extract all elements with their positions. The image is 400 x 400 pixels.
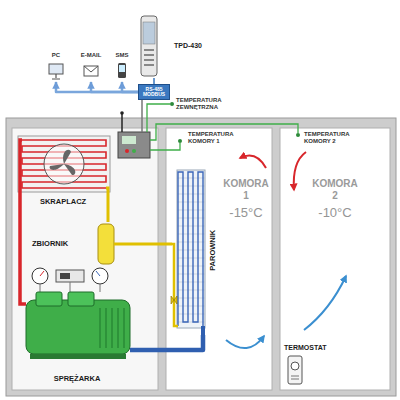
- antenna: [121, 114, 123, 132]
- building-wall: [6, 118, 396, 396]
- node-label: ZBIORNIK: [32, 240, 68, 249]
- node-label: TERMOSTAT: [284, 344, 327, 352]
- temperature-sensor: [178, 139, 182, 143]
- suction-pipe: [140, 335, 203, 350]
- compressor-body: [26, 300, 130, 354]
- panel-buttons: [144, 50, 154, 65]
- compressor: SPRĘŻARKA: [14, 288, 140, 390]
- sensor-wire: [150, 143, 180, 150]
- pressure-gauge: [92, 268, 108, 284]
- controller-button: [132, 149, 136, 153]
- discharge-pipe: [18, 208, 22, 288]
- evaporator: PAROWNIK: [172, 165, 222, 335]
- pc-icon: [49, 64, 63, 74]
- phone-icon: [119, 65, 125, 72]
- cylinder-head: [36, 292, 62, 306]
- receiver-tank: ZBIORNIK: [30, 222, 118, 266]
- machine-room: [12, 128, 158, 390]
- suction-pipe: [201, 326, 205, 335]
- evaporator-coil: [178, 172, 203, 326]
- liquid-pipe: [118, 243, 172, 246]
- node-label: KOMORA 2: [310, 178, 360, 202]
- pc-icon: [52, 74, 60, 79]
- sensor-label: TEMPERATURA KOMORY 1: [188, 131, 240, 145]
- suction-pipe: [130, 348, 140, 353]
- bus-module: RS-485 MODBUS: [138, 84, 170, 100]
- node-label: SKRAPLACZ: [40, 198, 86, 207]
- chamber-space: [280, 128, 390, 390]
- controller-screen: [122, 136, 136, 144]
- liquid-pipe: [106, 188, 108, 208]
- sensor-label: TEMPERATURA KOMORY 2: [304, 131, 360, 145]
- panel-screen: [143, 22, 155, 44]
- cold-room: KOMORA 1 -15°CPAROWNIK: [166, 128, 272, 390]
- contact-icon: PC: [42, 52, 70, 82]
- pressure-switch: [60, 273, 70, 279]
- capillary-line: [40, 282, 100, 292]
- evaporator-fins: [177, 178, 205, 322]
- data-arrow: [56, 82, 138, 92]
- expansion-valve: [171, 296, 177, 304]
- node-label: TPD-430: [174, 42, 202, 50]
- temperature-sensor: [296, 133, 300, 137]
- fan-blades: [50, 150, 76, 175]
- motor-ribs: [100, 308, 124, 348]
- gauge-needle: [40, 271, 44, 276]
- condenser-fan: [44, 144, 84, 184]
- condenser-coil: [22, 140, 106, 188]
- node-label: RS-485 MODBUS: [142, 87, 166, 98]
- node-label: KOMORA 1: [221, 178, 271, 202]
- thermostat: TERMOSTAT: [284, 344, 338, 388]
- contact-icon: E-MAIL: [76, 52, 106, 82]
- warm-air-arrow: [294, 152, 306, 190]
- evaporator-frame: [177, 170, 205, 328]
- node-label: -15°C: [221, 206, 271, 221]
- node-label: SMS: [115, 52, 128, 59]
- data-arrow: [91, 82, 138, 92]
- cold-air-arrow: [304, 276, 346, 330]
- condenser-frame: [18, 136, 110, 192]
- gauge-needle: [96, 271, 100, 276]
- pressure-gauge: [32, 268, 48, 284]
- node-label: PC: [52, 52, 60, 59]
- node-label: E-MAIL: [81, 52, 102, 59]
- panel-device: TPD-430: [140, 14, 204, 78]
- discharge-pipe: [20, 288, 26, 304]
- compressor-feet: [30, 354, 126, 359]
- contact-icon: SMS: [110, 52, 134, 82]
- antenna: [120, 111, 124, 115]
- sensor-label: TEMPERATURA ZEWNĘTRZNA: [176, 97, 232, 111]
- node-label: -10°C: [310, 206, 360, 221]
- warm-air-arrow: [240, 156, 266, 168]
- cylinder-head: [68, 292, 94, 306]
- receiver-drawing: [98, 224, 114, 264]
- pressure-switch: [56, 270, 84, 282]
- temperature-sensor: [170, 102, 174, 106]
- liquid-pipe: [172, 244, 178, 326]
- thermostat-dial: [291, 362, 299, 370]
- liquid-pipe: [107, 208, 110, 222]
- panel-device-icon: [141, 16, 157, 76]
- thermostat-drawing: [291, 376, 299, 379]
- liquid-pipe: [114, 243, 118, 246]
- bus-cable: [141, 100, 143, 132]
- controller: [118, 132, 150, 158]
- phone-icon: [118, 63, 126, 78]
- email-icon: [84, 66, 98, 72]
- condenser: SKRAPLACZ: [14, 132, 112, 208]
- cold-room: KOMORA 2 -10°C TERMOSTAT: [280, 128, 390, 390]
- email-icon: [84, 66, 98, 76]
- discharge-pipe: [20, 140, 22, 208]
- node-label: SPRĘŻARKA: [54, 375, 101, 384]
- node-label: PAROWNIK: [209, 229, 218, 270]
- thermostat-drawing: [288, 356, 302, 384]
- controller-button: [125, 149, 129, 153]
- data-arrow: [122, 82, 138, 92]
- sensor-wire: [147, 104, 170, 132]
- cold-air-arrow: [226, 336, 264, 348]
